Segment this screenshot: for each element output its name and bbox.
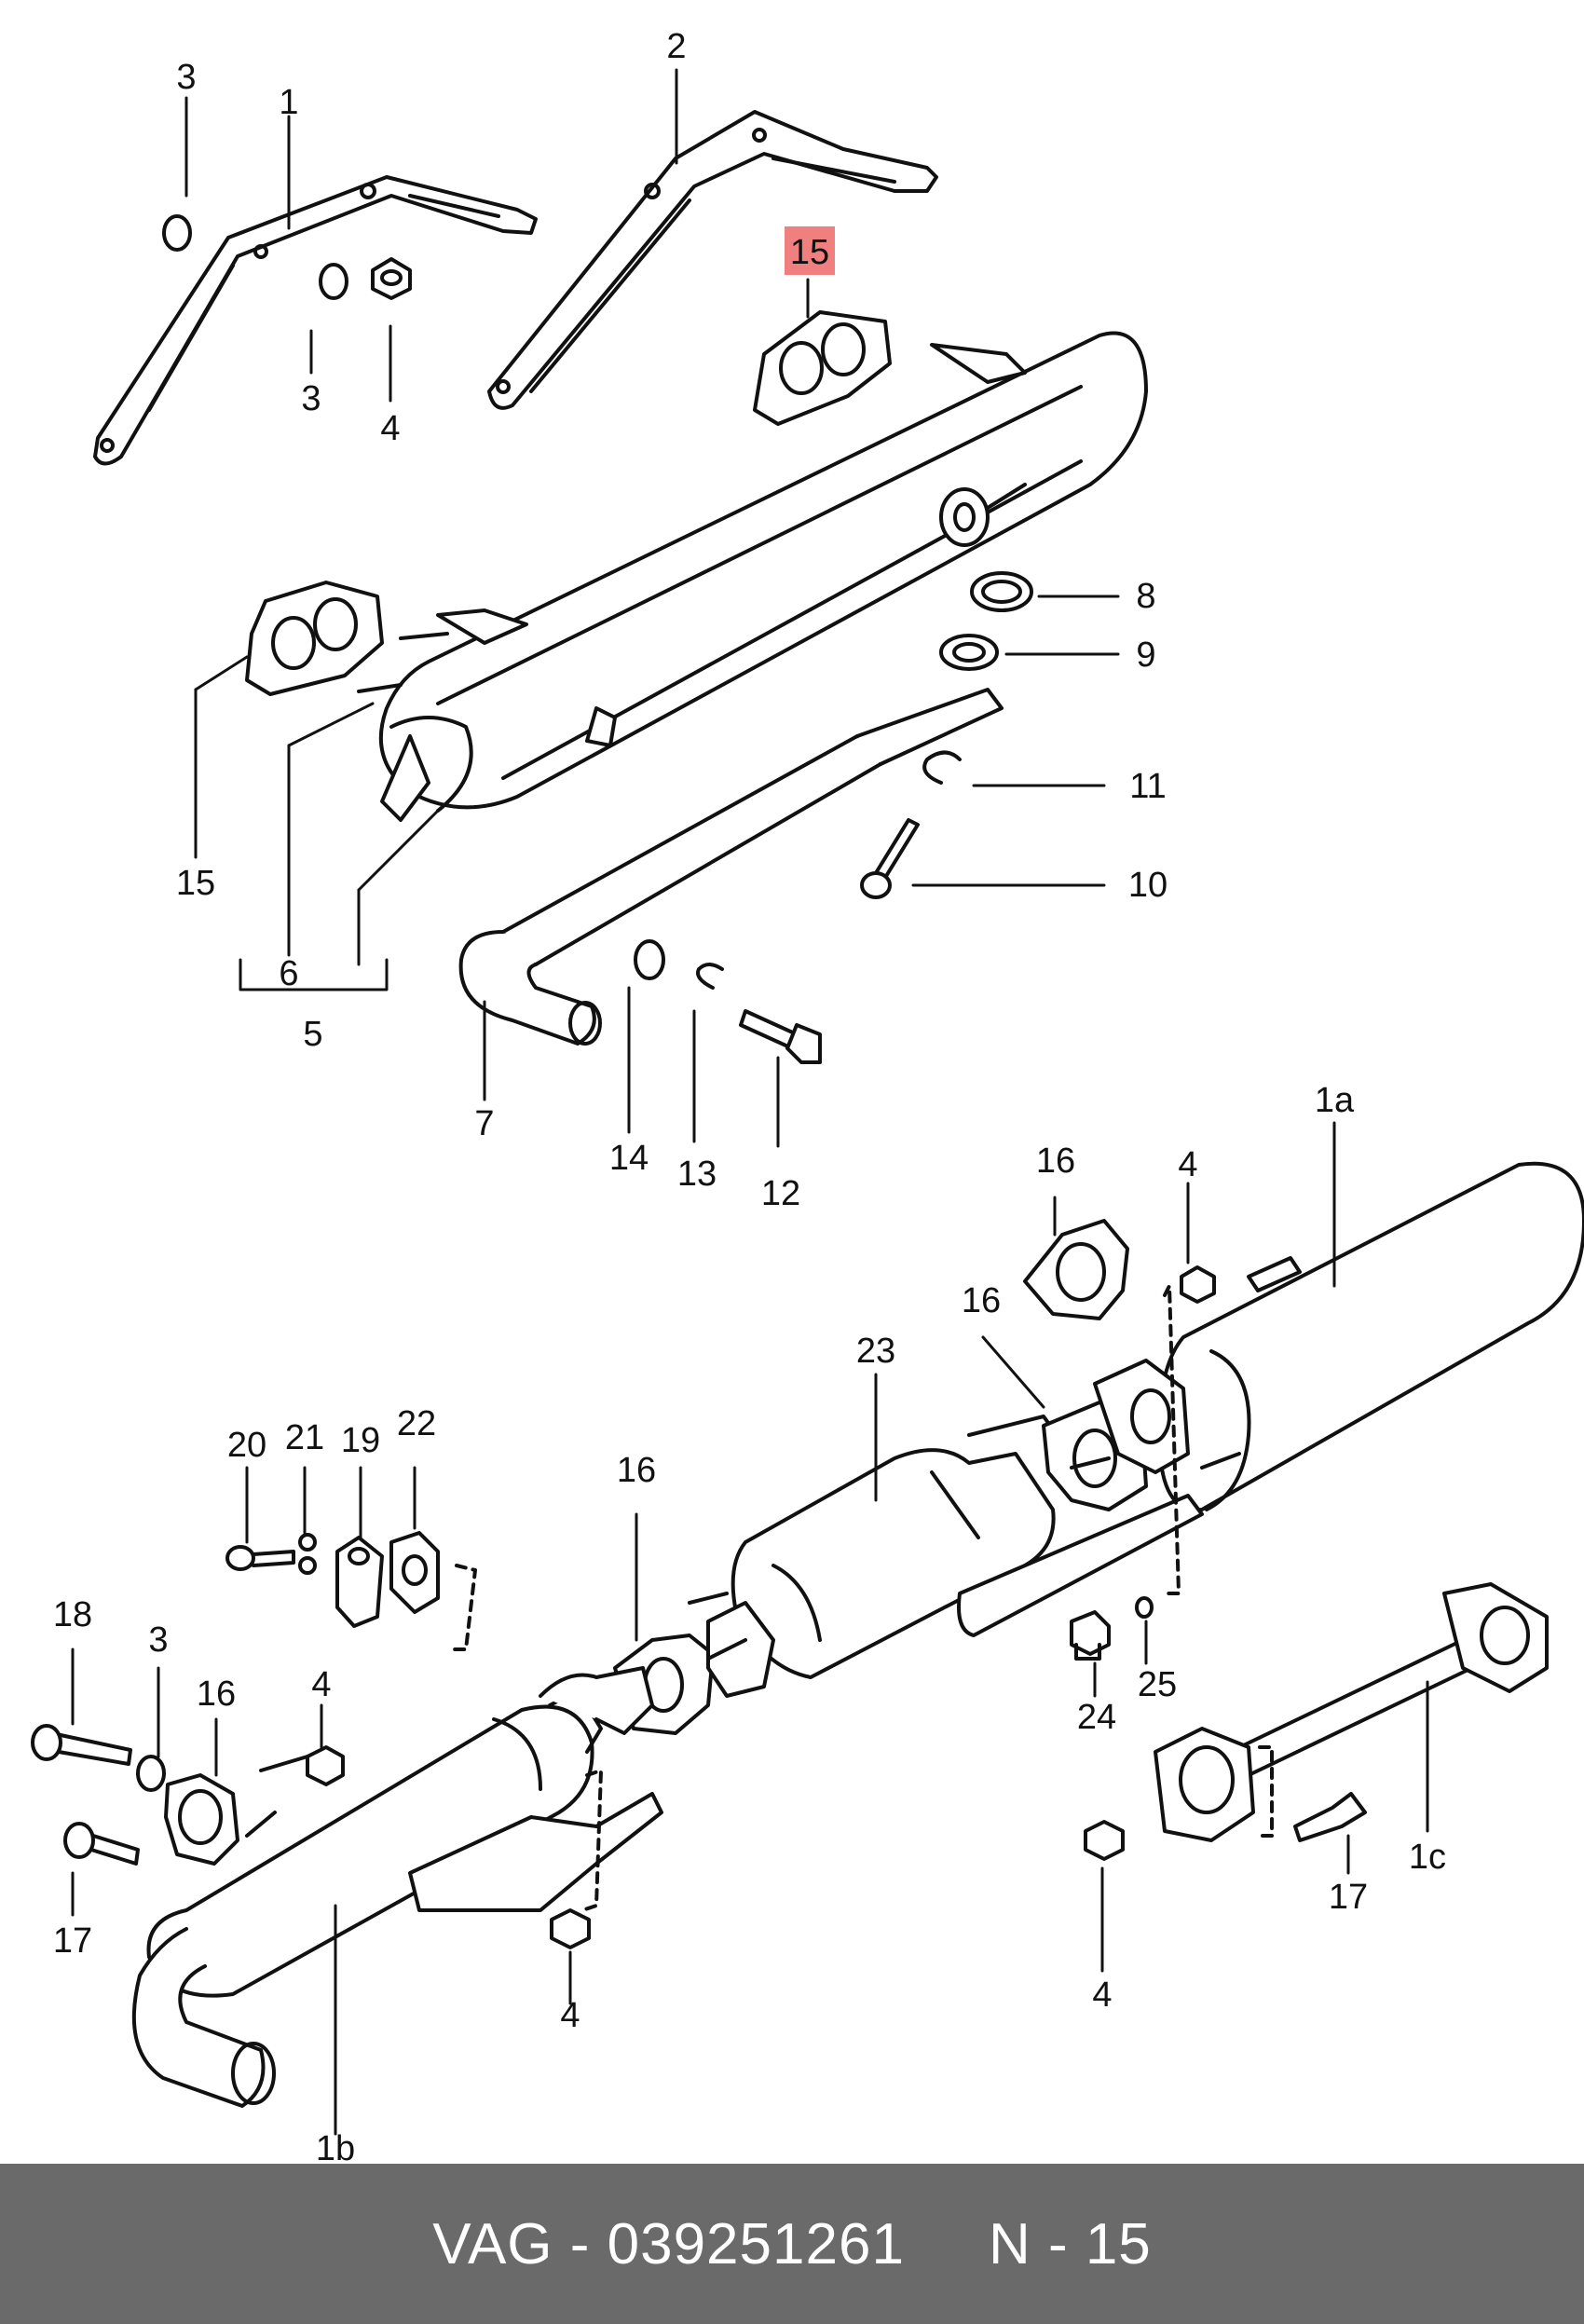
label-part-3c[interactable]: 3 [148, 1620, 168, 1660]
footer-bar: VAG - 039251261 N - 15 [0, 2164, 1584, 2324]
studs-6-drawing [357, 632, 449, 693]
label-part-4d[interactable]: 4 [560, 1996, 580, 2035]
plate-19-drawing [335, 1536, 384, 1628]
nut-4c-drawing [306, 1745, 345, 1786]
label-part-17b[interactable]: 17 [1329, 1878, 1368, 1917]
label-part-5[interactable]: 5 [303, 1015, 322, 1054]
label-part-1c[interactable]: 1c [1409, 1838, 1446, 1877]
washer-3b-drawing [319, 263, 348, 300]
label-part-14[interactable]: 14 [609, 1139, 649, 1178]
bracket-1-drawing [93, 175, 538, 466]
label-part-19[interactable]: 19 [341, 1421, 380, 1460]
leader-lines [71, 68, 1429, 2136]
catalytic-converter-23-drawing [731, 1415, 1069, 1679]
pipe-1c-drawing [1154, 1582, 1549, 1842]
label-part-16a[interactable]: 16 [1036, 1141, 1075, 1181]
label-part-4a[interactable]: 4 [380, 409, 400, 448]
label-part-1[interactable]: 1 [279, 83, 298, 122]
bolt-10-drawing [860, 818, 920, 899]
label-part-1b[interactable]: 1b [316, 2129, 355, 2164]
label-part-6[interactable]: 6 [279, 954, 298, 993]
label-part-12[interactable]: 12 [761, 1174, 800, 1213]
bracket-2-drawing [487, 110, 938, 410]
label-part-20[interactable]: 20 [227, 1426, 266, 1465]
label-part-3b[interactable]: 3 [301, 379, 321, 418]
seal-9-drawing [939, 634, 999, 671]
label-part-18[interactable]: 18 [53, 1595, 92, 1634]
heat-shield-drawing [957, 1494, 1204, 1637]
label-part-1a[interactable]: 1a [1315, 1081, 1355, 1120]
bolt-17a-drawing [63, 1822, 140, 1866]
gasket-16-lower-drawing [164, 1773, 239, 1866]
label-part-15-highlighted[interactable]: 15 [790, 233, 829, 272]
clip-13-drawing [696, 963, 724, 990]
label-part-9[interactable]: 9 [1136, 636, 1155, 675]
flange-gasket-16-mid-drawing [1042, 1359, 1241, 1511]
label-part-22[interactable]: 22 [397, 1404, 436, 1443]
exhaust-parts-diagram: 1 2 3 3 4 15 8 9 11 10 15 6 5 7 14 13 12… [31, 27, 1584, 2164]
washer-3a-drawing [162, 214, 192, 252]
nut-4a-drawing [371, 257, 412, 300]
highlight-box-15 [785, 226, 835, 275]
label-part-16d[interactable]: 16 [197, 1675, 236, 1714]
label-part-17a[interactable]: 17 [53, 1921, 92, 1961]
label-part-21[interactable]: 21 [285, 1418, 324, 1457]
label-part-23[interactable]: 23 [856, 1332, 895, 1371]
label-part-4b[interactable]: 4 [1178, 1145, 1197, 1184]
bolt-17b-drawing [1293, 1792, 1367, 1842]
label-part-13[interactable]: 13 [677, 1155, 717, 1194]
bolt-20-drawing [225, 1545, 295, 1571]
seal-8-drawing [970, 571, 1033, 612]
label-part-24[interactable]: 24 [1077, 1698, 1116, 1737]
label-part-15[interactable]: 15 [176, 864, 215, 903]
washer-14-drawing [634, 939, 665, 980]
label-part-10[interactable]: 10 [1128, 866, 1168, 905]
oring-25-drawing [1135, 1596, 1154, 1619]
washer-3c-drawing [136, 1755, 166, 1792]
label-part-3a[interactable]: 3 [176, 58, 196, 97]
label-part-16b[interactable]: 16 [962, 1281, 1001, 1320]
tailpipe-7-drawing [458, 688, 1004, 1046]
circlip-11-drawing [922, 750, 962, 785]
label-part-4c[interactable]: 4 [311, 1665, 331, 1704]
muffler-1b-drawing [131, 1666, 663, 2108]
label-part-8[interactable]: 8 [1136, 577, 1155, 616]
label-part-4e[interactable]: 4 [1092, 1975, 1112, 2015]
gasket-15-top-drawing [753, 310, 892, 426]
nut-4e-drawing [550, 1908, 591, 1949]
washer-21-drawing [298, 1533, 317, 1575]
label-part-7[interactable]: 7 [474, 1104, 494, 1143]
muffler-assembly-5-drawing [378, 331, 1148, 822]
plug-24-drawing [1070, 1610, 1111, 1661]
gasket-15-left-drawing [245, 581, 384, 696]
label-part-2[interactable]: 2 [666, 27, 686, 66]
diagram-ref-text: N - 15 [988, 2211, 1152, 2276]
label-part-25[interactable]: 25 [1138, 1665, 1177, 1704]
gasket-22-drawing [389, 1531, 440, 1614]
nut-4d-drawing [1084, 1820, 1125, 1861]
gasket-16-upper-drawing [1023, 1219, 1129, 1320]
part-number-text: VAG - 039251261 [432, 2211, 905, 2276]
label-part-16c[interactable]: 16 [617, 1451, 656, 1490]
bolt-12-drawing [739, 1009, 822, 1064]
nut-4b-drawing [1180, 1265, 1216, 1304]
bolt-18-drawing [31, 1724, 132, 1766]
label-part-11[interactable]: 11 [1129, 767, 1166, 806]
